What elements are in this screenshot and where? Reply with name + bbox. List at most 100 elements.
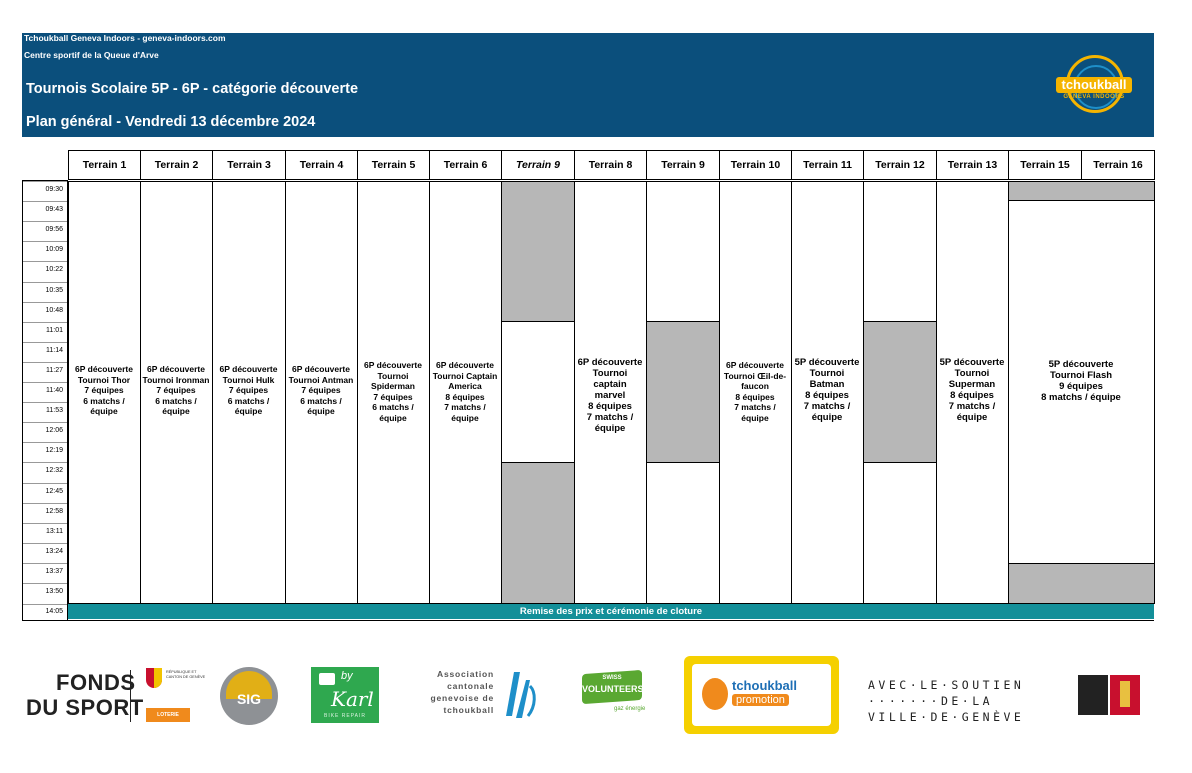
tournament-line: 6 matchs / — [227, 395, 270, 406]
unavailable-block — [1008, 181, 1155, 201]
time-gridline — [23, 321, 67, 323]
association-line: genevoise de — [430, 693, 494, 703]
swiss-volunteers-logo: SWISS VOLUNTEERS gaz énergie — [578, 669, 646, 718]
time-gridline — [23, 221, 67, 223]
tournament-line: 6P découverte — [147, 364, 205, 374]
ville-de-geneve-text: AVEC·LE·SOUTIEN ·······DE·LA VILLE·DE·GE… — [868, 677, 1068, 725]
tournament-line: 6P découverte — [577, 357, 643, 368]
tournament-line: 7 matchs / — [803, 401, 851, 412]
time-gridline — [23, 181, 67, 182]
tournament-line: 7 équipes — [301, 385, 341, 395]
time-gridline — [23, 301, 67, 303]
tournament-line: 8 équipes — [735, 391, 775, 402]
tournament-line: Tournoi captain — [592, 368, 628, 390]
tournament-line: 6P découverte — [75, 364, 133, 374]
tournament-line: 5P découverte — [1048, 359, 1114, 370]
time-gridline — [23, 462, 67, 464]
tournament-line: équipe — [90, 406, 118, 416]
column-header: Terrain 4 — [285, 150, 358, 180]
tournament-line: équipe — [956, 412, 988, 423]
fonds-du-sport-logo: FONDS DU SPORT RÉPUBLIQUE ET CANTON DE G… — [26, 668, 205, 732]
terrain-column — [285, 181, 358, 604]
tournament-line: 8 équipes — [445, 391, 485, 402]
column-header: Terrain 12 — [863, 150, 937, 180]
column-header: Terrain 5 — [357, 150, 430, 180]
tournament-line: équipe — [307, 406, 335, 416]
column-header: Terrain 15 — [1008, 150, 1082, 180]
tournament-line: 7 équipes — [373, 391, 413, 402]
tournament-line: 7 matchs / — [444, 402, 486, 412]
tchoukball-promotion-logo: tchoukball promotion — [684, 656, 839, 734]
time-label: 11:40 — [46, 387, 63, 394]
tournament-line: Tournoi — [377, 370, 409, 381]
bykarl-logo: by Karl BIKE REPAIR — [311, 667, 379, 723]
tournament-line: 6 matchs / — [83, 395, 125, 406]
terrain-column — [357, 181, 430, 604]
time-label: 09:30 — [45, 186, 63, 193]
page-subtitle: Plan général - Vendredi 13 décembre 2024 — [26, 114, 316, 130]
bykarl-name: Karl — [331, 687, 374, 711]
tournament-line: 6 matchs / — [300, 395, 342, 406]
promotion-line2: promotion — [732, 694, 789, 706]
canton-text: RÉPUBLIQUE ET CANTON DE GENÈVE — [166, 670, 206, 679]
time-label: 14:05 — [45, 608, 63, 615]
column-header: Terrain 9 — [646, 150, 720, 180]
terrain-column — [574, 181, 647, 604]
tournament-line: 7 matchs / — [586, 412, 634, 423]
time-label: 12:45 — [45, 487, 63, 495]
tournament-line: 5P découverte — [794, 357, 860, 368]
time-gridline — [23, 542, 67, 544]
ceremony-bar: Remise des prix et cérémonie de cloture — [68, 604, 1154, 619]
tournament-line: marvel — [594, 390, 626, 401]
grid-bottom-line — [22, 620, 1154, 621]
terrain-column — [1008, 181, 1155, 604]
tournament-line: 8 équipes — [805, 390, 849, 401]
fonds-divider — [130, 670, 131, 722]
tournament-line: Tournoi Hulk — [222, 374, 275, 385]
terrain-column — [68, 181, 141, 604]
promotion-line1: tchoukball — [732, 678, 798, 693]
terrain-column — [212, 181, 286, 604]
grid-top-line — [22, 180, 68, 181]
terrain-column — [429, 181, 502, 604]
logo-name: tchoukball — [1056, 77, 1132, 93]
column-header: Terrain 13 — [936, 150, 1009, 180]
time-label: 09:56 — [45, 226, 63, 234]
association-line: tchoukball — [443, 705, 494, 715]
time-gridline — [23, 201, 67, 203]
tournament-line: Tournoi — [954, 368, 990, 379]
tournament-line: 6 matchs / — [155, 395, 197, 406]
time-gridline — [23, 402, 67, 404]
unavailable-block — [501, 181, 575, 322]
tchoukball-logo: tchoukball GENEVA INDOORS — [1056, 55, 1132, 123]
time-gridline — [23, 261, 67, 263]
loterie-romande-badge: LOTERIE ROMANDE — [146, 708, 190, 732]
tournament-line: équipe — [162, 406, 190, 416]
promotion-person-icon — [702, 678, 728, 710]
association-text: Association cantonale genevoise de tchou… — [414, 668, 494, 720]
tournament-line: 6P découverte — [436, 360, 494, 370]
tournament-line: équipe — [741, 412, 769, 423]
tournament-line: faucon — [741, 381, 769, 391]
unavailable-block — [1008, 563, 1155, 604]
logo-sub: GENEVA INDOORS — [1063, 94, 1125, 100]
unavailable-block — [501, 462, 575, 604]
tournament-line: 6P découverte — [219, 364, 278, 374]
sig-text: SIG — [236, 691, 262, 707]
tournament-line: Superman — [948, 379, 996, 390]
association-line: cantonale — [447, 681, 494, 691]
tournament-line: 7 équipes — [84, 385, 124, 395]
time-label: 13:37 — [45, 567, 63, 575]
tournament-line: équipe — [379, 412, 407, 423]
tournament-line: Spiderman — [371, 381, 415, 391]
column-header: Terrain 8 — [574, 150, 647, 180]
tournament-line: 7 équipes — [228, 385, 269, 395]
association-mark-icon — [506, 672, 536, 718]
